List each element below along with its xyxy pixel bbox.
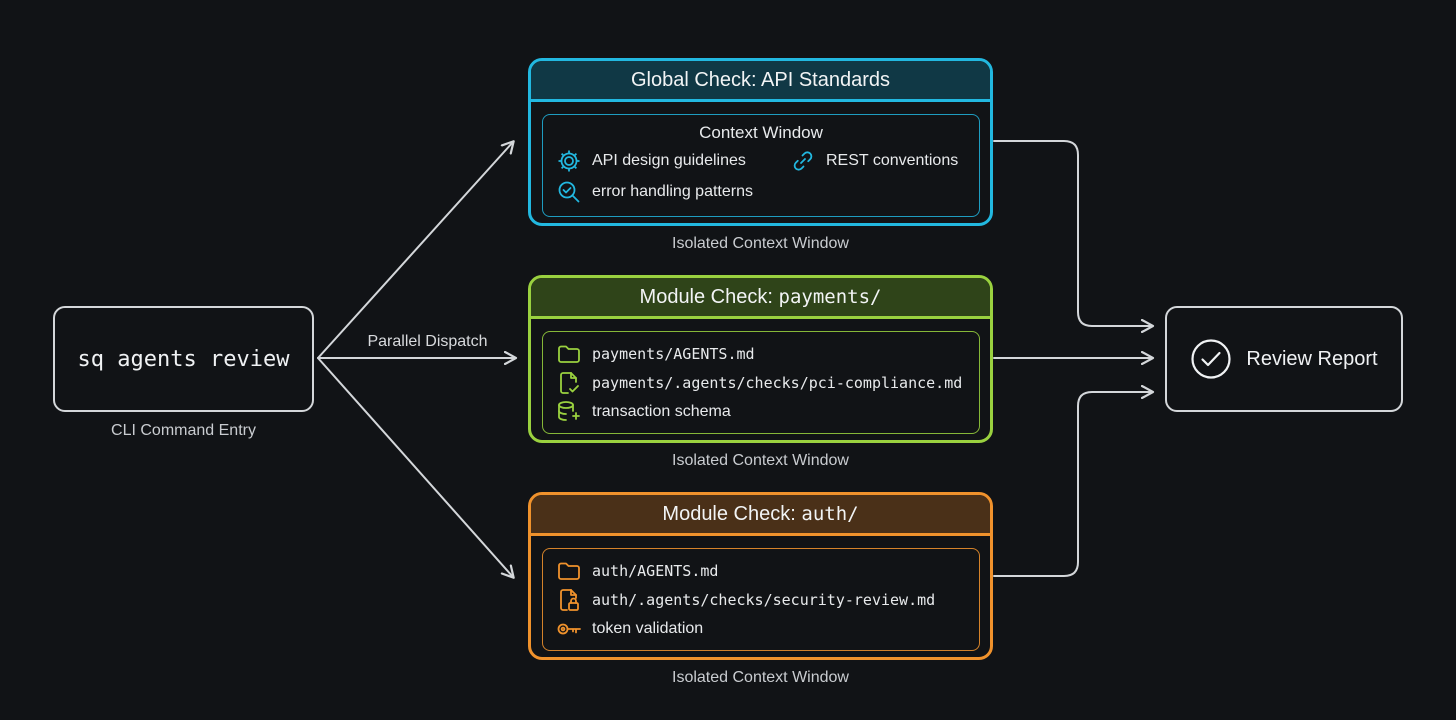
arrow-to-auth [317, 357, 513, 577]
auth-check-title: Module Check: auth/ [531, 495, 990, 536]
review-report-label: Review Report [1246, 347, 1378, 370]
cli-command-box: sq agents review [53, 306, 314, 412]
isolated-caption-global: Isolated Context Window [672, 235, 849, 252]
cli-caption: CLI Command Entry [111, 422, 256, 439]
list-item: payments/.agents/checks/pci-compliance.m… [556, 370, 962, 396]
list-item: payments/AGENTS.md [556, 341, 755, 367]
global-check-title: Global Check: API Standards [531, 61, 990, 102]
global-context-window: Context Window API design guidelines RES… [542, 114, 980, 217]
item-label: token validation [592, 620, 704, 637]
link-icon [790, 148, 816, 174]
item-label: transaction schema [592, 403, 731, 420]
isolated-caption-auth: Isolated Context Window [672, 669, 849, 686]
item-label: REST conventions [826, 152, 959, 169]
magnifier-check-icon [556, 179, 582, 205]
title-module: payments/ [778, 286, 882, 308]
title-module: auth/ [801, 503, 859, 525]
list-item: API design guidelines [556, 148, 746, 174]
gear-icon [556, 148, 582, 174]
item-label: payments/AGENTS.md [592, 345, 755, 363]
dispatch-label: Parallel Dispatch [367, 333, 488, 350]
key-icon [556, 616, 582, 642]
item-label: payments/.agents/checks/pci-compliance.m… [592, 374, 963, 392]
folder-icon [556, 558, 582, 584]
title-prefix: Module Check: [639, 285, 779, 308]
list-item: transaction schema [556, 399, 731, 425]
arrow-auth-to-report [993, 392, 1152, 577]
cli-command-text: sq agents review [77, 346, 290, 372]
auth-context-window: auth/AGENTS.md auth/.agents/checks/secur… [542, 548, 980, 651]
isolated-caption-payments: Isolated Context Window [672, 452, 849, 469]
list-item: REST conventions [790, 148, 958, 174]
check-circle-icon [1190, 338, 1232, 380]
folder-icon [556, 341, 582, 367]
item-label: auth/.agents/checks/security-review.md [592, 591, 936, 609]
item-label: API design guidelines [592, 152, 746, 169]
arrow-global-to-report [993, 140, 1152, 326]
arrow-to-global [317, 142, 513, 359]
review-report-box: Review Report [1165, 306, 1403, 412]
item-label: auth/AGENTS.md [592, 562, 719, 580]
item-label: error handling patterns [592, 183, 753, 200]
file-check-icon [556, 370, 582, 396]
context-window-title: Context Window [699, 123, 823, 142]
list-item: auth/.agents/checks/security-review.md [556, 587, 935, 613]
list-item: error handling patterns [556, 179, 753, 205]
file-lock-icon [556, 587, 582, 613]
auth-check-card: Module Check: auth/ auth/AGENTS.md au [528, 492, 993, 660]
database-icon [556, 399, 582, 425]
payments-check-title: Module Check: payments/ [531, 278, 990, 319]
payments-context-window: payments/AGENTS.md payments/.agents/chec… [542, 331, 980, 434]
global-check-card: Global Check: API Standards Context Wind… [528, 58, 993, 226]
payments-check-card: Module Check: payments/ payments/AGENTS.… [528, 275, 993, 443]
list-item: auth/AGENTS.md [556, 558, 718, 584]
title-prefix: Module Check: [662, 502, 802, 525]
list-item: token validation [556, 616, 703, 642]
